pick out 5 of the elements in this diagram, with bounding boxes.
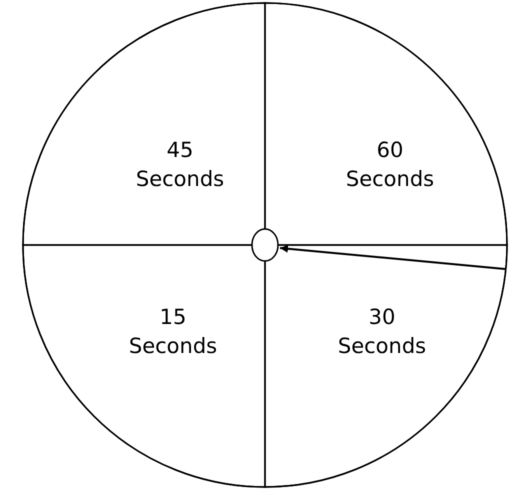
sector-label: 15 Seconds bbox=[128, 304, 218, 360]
sector-label: 45 Seconds bbox=[134, 137, 226, 193]
sector-label: 60 Seconds bbox=[344, 137, 436, 193]
sector-label: 30 Seconds bbox=[336, 304, 428, 360]
pointer-arrow bbox=[280, 244, 506, 270]
